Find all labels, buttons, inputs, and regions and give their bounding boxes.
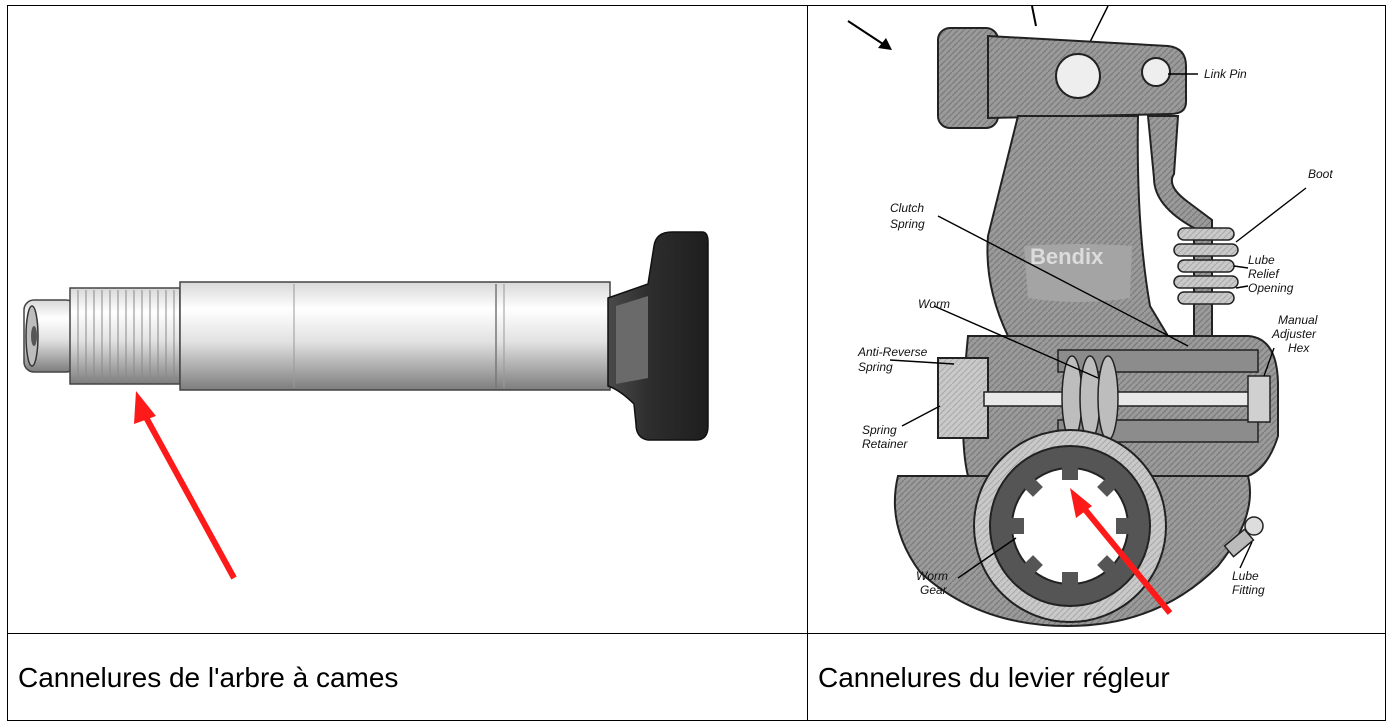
label-lube-relief-2: Relief — [1248, 267, 1280, 281]
label-lube-relief-3: Opening — [1248, 281, 1294, 295]
caption-cell-camshaft: Cannelures de l'arbre à cames — [7, 633, 808, 721]
camshaft-spline-arrow — [134, 391, 237, 580]
label-clutch-spring-2: Spring — [890, 217, 925, 231]
caption-adjuster-splines: Cannelures du levier régleur — [818, 662, 1170, 693]
label-clutch-spring-1: Clutch — [890, 201, 924, 215]
camshaft-image-cell — [7, 5, 808, 634]
slack-adjuster-image-cell: Bendix — [807, 5, 1386, 634]
label-worm-gear-1: Worm — [916, 569, 948, 583]
label-boot: Boot — [1308, 167, 1333, 181]
camshaft-splines — [69, 287, 181, 385]
spring-retainer — [937, 357, 989, 439]
label-spring-retainer-2: Retainer — [862, 437, 908, 451]
label-manual-adjuster-3: Hex — [1288, 341, 1310, 355]
label-manual-adjuster-2: Adjuster — [1271, 327, 1317, 341]
cam-head — [607, 231, 709, 441]
camshaft-illustration — [23, 231, 709, 580]
label-lube-relief-1: Lube — [1248, 253, 1275, 267]
slack-adjuster-diagram: Bendix — [847, 6, 1333, 628]
adjuster-arm — [986, 115, 1170, 337]
label-lube-fitting-1: Lube — [1232, 569, 1259, 583]
label-spring-retainer-1: Spring — [862, 423, 897, 437]
worm-shaft — [983, 391, 1265, 407]
worm — [1061, 355, 1119, 441]
figure-table: Bendix — [7, 5, 1386, 721]
shaft-body — [179, 281, 611, 391]
adjuster-spline-arrow — [1070, 488, 1173, 615]
label-anti-reverse-1: Anti-Reverse — [857, 345, 928, 359]
label-worm-gear-2: Gear — [920, 583, 948, 597]
bendix-brand-text: Bendix — [1030, 244, 1104, 269]
caption-camshaft-splines: Cannelures de l'arbre à cames — [18, 662, 399, 693]
boot-bellows — [1173, 227, 1239, 305]
manual-adjuster-hex — [1247, 375, 1271, 423]
label-anti-reverse-2: Spring — [858, 360, 893, 374]
label-link-pin: Link Pin — [1204, 67, 1247, 81]
label-manual-adjuster-1: Manual — [1278, 313, 1318, 327]
label-worm: Worm — [918, 297, 950, 311]
caption-cell-slack-adjuster: Cannelures du levier régleur — [807, 633, 1386, 721]
lube-fitting — [1223, 516, 1264, 558]
label-lube-fitting-2: Fitting — [1232, 583, 1265, 597]
